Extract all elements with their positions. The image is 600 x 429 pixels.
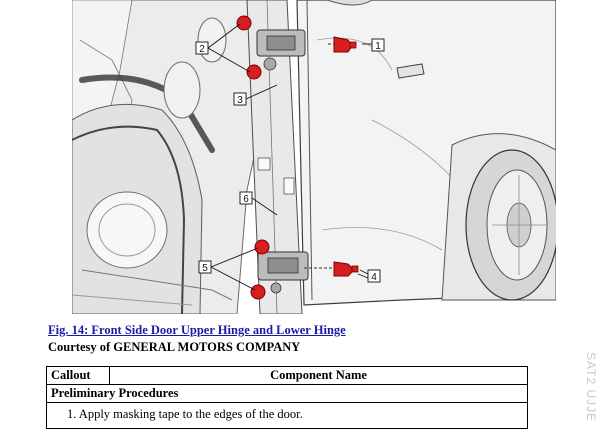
callout-4: 4: [367, 269, 381, 283]
upper-bolt-bottom: [246, 64, 262, 80]
lower-bolt-top: [254, 239, 270, 255]
svg-text:6: 6: [243, 194, 249, 205]
procedure-step: 1. Apply masking tape to the edges of th…: [46, 402, 528, 429]
door-hinge-illustration: 1 2 3 4 5 6: [72, 0, 556, 314]
component-table: Callout Component Name Preliminary Proce…: [46, 366, 528, 429]
watermark-text: SAT2 UJJE: [584, 352, 598, 423]
callout-1: 1: [371, 38, 385, 52]
svg-text:1: 1: [375, 41, 381, 52]
header-callout: Callout: [46, 366, 110, 385]
callout-6: 6: [239, 191, 253, 205]
table-row: Preliminary Procedures: [46, 384, 528, 403]
callout-3: 3: [233, 92, 247, 106]
hinge-diagram: 1 2 3 4 5 6: [72, 0, 556, 314]
upper-bolt-top: [236, 15, 252, 31]
section-heading: Preliminary Procedures: [46, 384, 528, 403]
table-row: 1. Apply masking tape to the edges of th…: [46, 402, 528, 429]
header-component-name: Component Name: [109, 366, 528, 385]
lower-bolt-bottom: [250, 284, 266, 300]
table-header-row: Callout Component Name: [46, 366, 528, 385]
figure-caption-link[interactable]: Fig. 14: Front Side Door Upper Hinge and…: [48, 323, 346, 337]
callout-5: 5: [198, 260, 212, 274]
lower-hinge: [257, 251, 309, 294]
figure-courtesy: Courtesy of GENERAL MOTORS COMPANY: [48, 340, 301, 354]
svg-text:5: 5: [202, 263, 208, 274]
upper-hinge: [256, 29, 306, 71]
callout-2: 2: [195, 41, 209, 55]
svg-text:2: 2: [199, 44, 205, 55]
side-watermark: SAT2 UJJE: [584, 352, 600, 423]
svg-text:4: 4: [371, 272, 377, 283]
lower-hinge-bolt: [304, 261, 359, 277]
upper-hinge-bolt: [328, 36, 357, 53]
svg-text:3: 3: [237, 95, 243, 106]
